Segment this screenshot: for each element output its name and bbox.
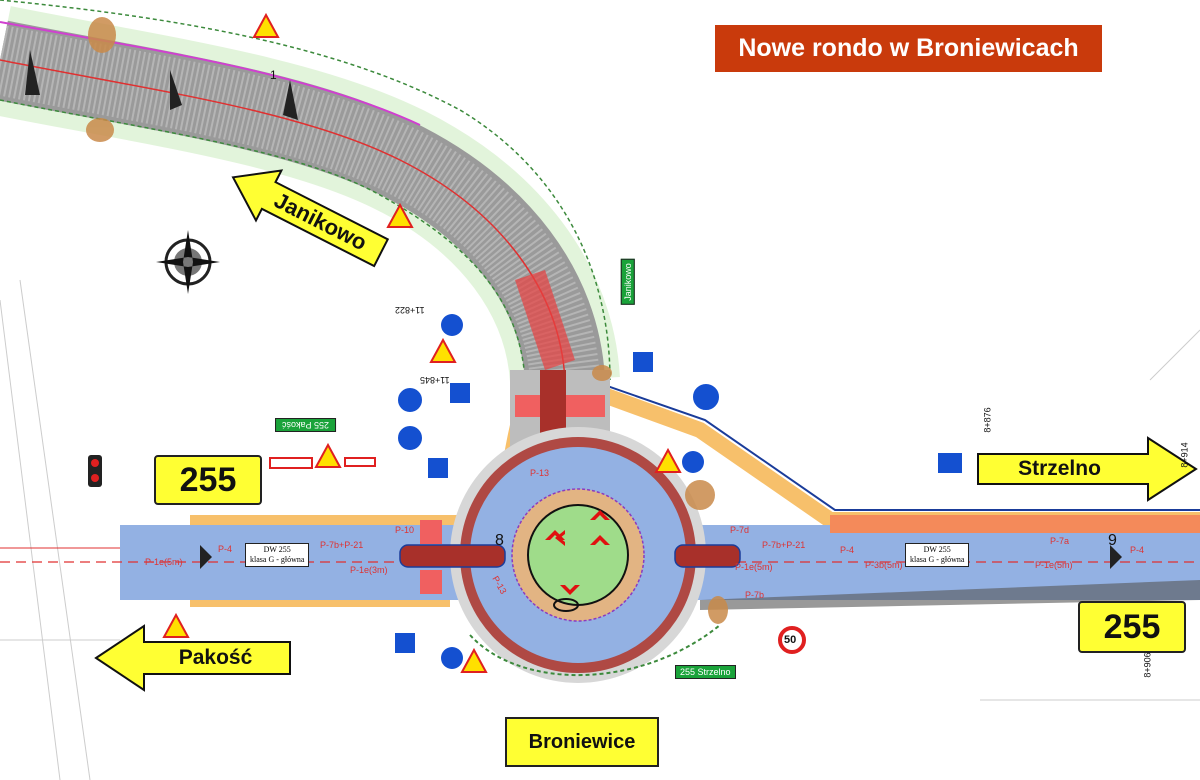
- compass-rose-icon: [156, 230, 220, 294]
- road-plate-east: DW 255 klasa G - główna: [905, 543, 970, 567]
- direction-label-pakosc: Pakość: [178, 646, 253, 669]
- speed-limit-sign: 50: [784, 634, 797, 646]
- marking: P-4: [1130, 545, 1145, 555]
- node-number: 8: [495, 532, 504, 549]
- marking: P-13: [530, 468, 550, 478]
- plate-line: klasa G - główna: [910, 555, 965, 564]
- marking: P-4: [840, 545, 855, 555]
- road-plate-west: DW 255 klasa G - główna: [245, 543, 310, 567]
- survey-lines: [0, 279, 1200, 780]
- janikowo-road: [0, 0, 620, 385]
- marking: P-10: [395, 525, 415, 535]
- marking: P-7b: [745, 590, 765, 600]
- marking: P-7b+P-21: [762, 540, 806, 550]
- page-title: Nowe rondo w Broniewicach: [715, 25, 1102, 72]
- arrow-right-icon: [977, 436, 1198, 502]
- marking: P-1e(5m): [145, 557, 183, 567]
- marking: P-1e(3m): [350, 565, 388, 575]
- west-splitter-island: [399, 544, 506, 568]
- marking: P-1e(5m): [735, 562, 773, 572]
- marking: P-7d: [730, 525, 750, 535]
- marking: P-7b+P-21: [320, 540, 364, 550]
- traffic-signs: [88, 12, 962, 673]
- marking: P-3b(5m): [865, 560, 903, 570]
- sign-strzelno: 255 Strzelno: [675, 665, 736, 679]
- direction-arrow-janikowo: Janikowo: [218, 150, 397, 281]
- arrow-left-icon: [94, 624, 291, 692]
- place-label-broniewice: Broniewice: [505, 717, 659, 767]
- plate-line: DW 255: [263, 545, 291, 554]
- sign-pakosc: 255 Pakość: [275, 418, 337, 432]
- plate-line: klasa G - główna: [250, 555, 305, 564]
- direction-arrow-pakosc: Pakość: [94, 624, 292, 692]
- node-number: 9: [1108, 532, 1117, 549]
- road-number-west: 255: [154, 455, 262, 505]
- roundabout: [450, 427, 706, 683]
- sign-janikowo: Janikowo: [620, 259, 635, 305]
- chainage: 11+845: [420, 375, 450, 385]
- east-splitter-island: [674, 544, 741, 568]
- plate-line: DW 255: [923, 545, 951, 554]
- chainage: 8+876: [982, 407, 993, 433]
- chainage: 8+906: [1142, 652, 1153, 678]
- marking: P-7a: [1050, 536, 1070, 546]
- direction-label-strzelno: Strzelno: [1018, 457, 1101, 480]
- chainage: 8+914: [1179, 442, 1190, 468]
- node-number: 1: [270, 68, 277, 82]
- chainage: 11+822: [395, 305, 425, 315]
- arrow-left-icon: [231, 169, 390, 268]
- marking: P-1e(5m): [1035, 560, 1073, 570]
- road-number-east: 255: [1078, 601, 1186, 653]
- marking: P-4: [218, 544, 233, 554]
- direction-arrow-strzelno: Strzelno: [976, 436, 1198, 502]
